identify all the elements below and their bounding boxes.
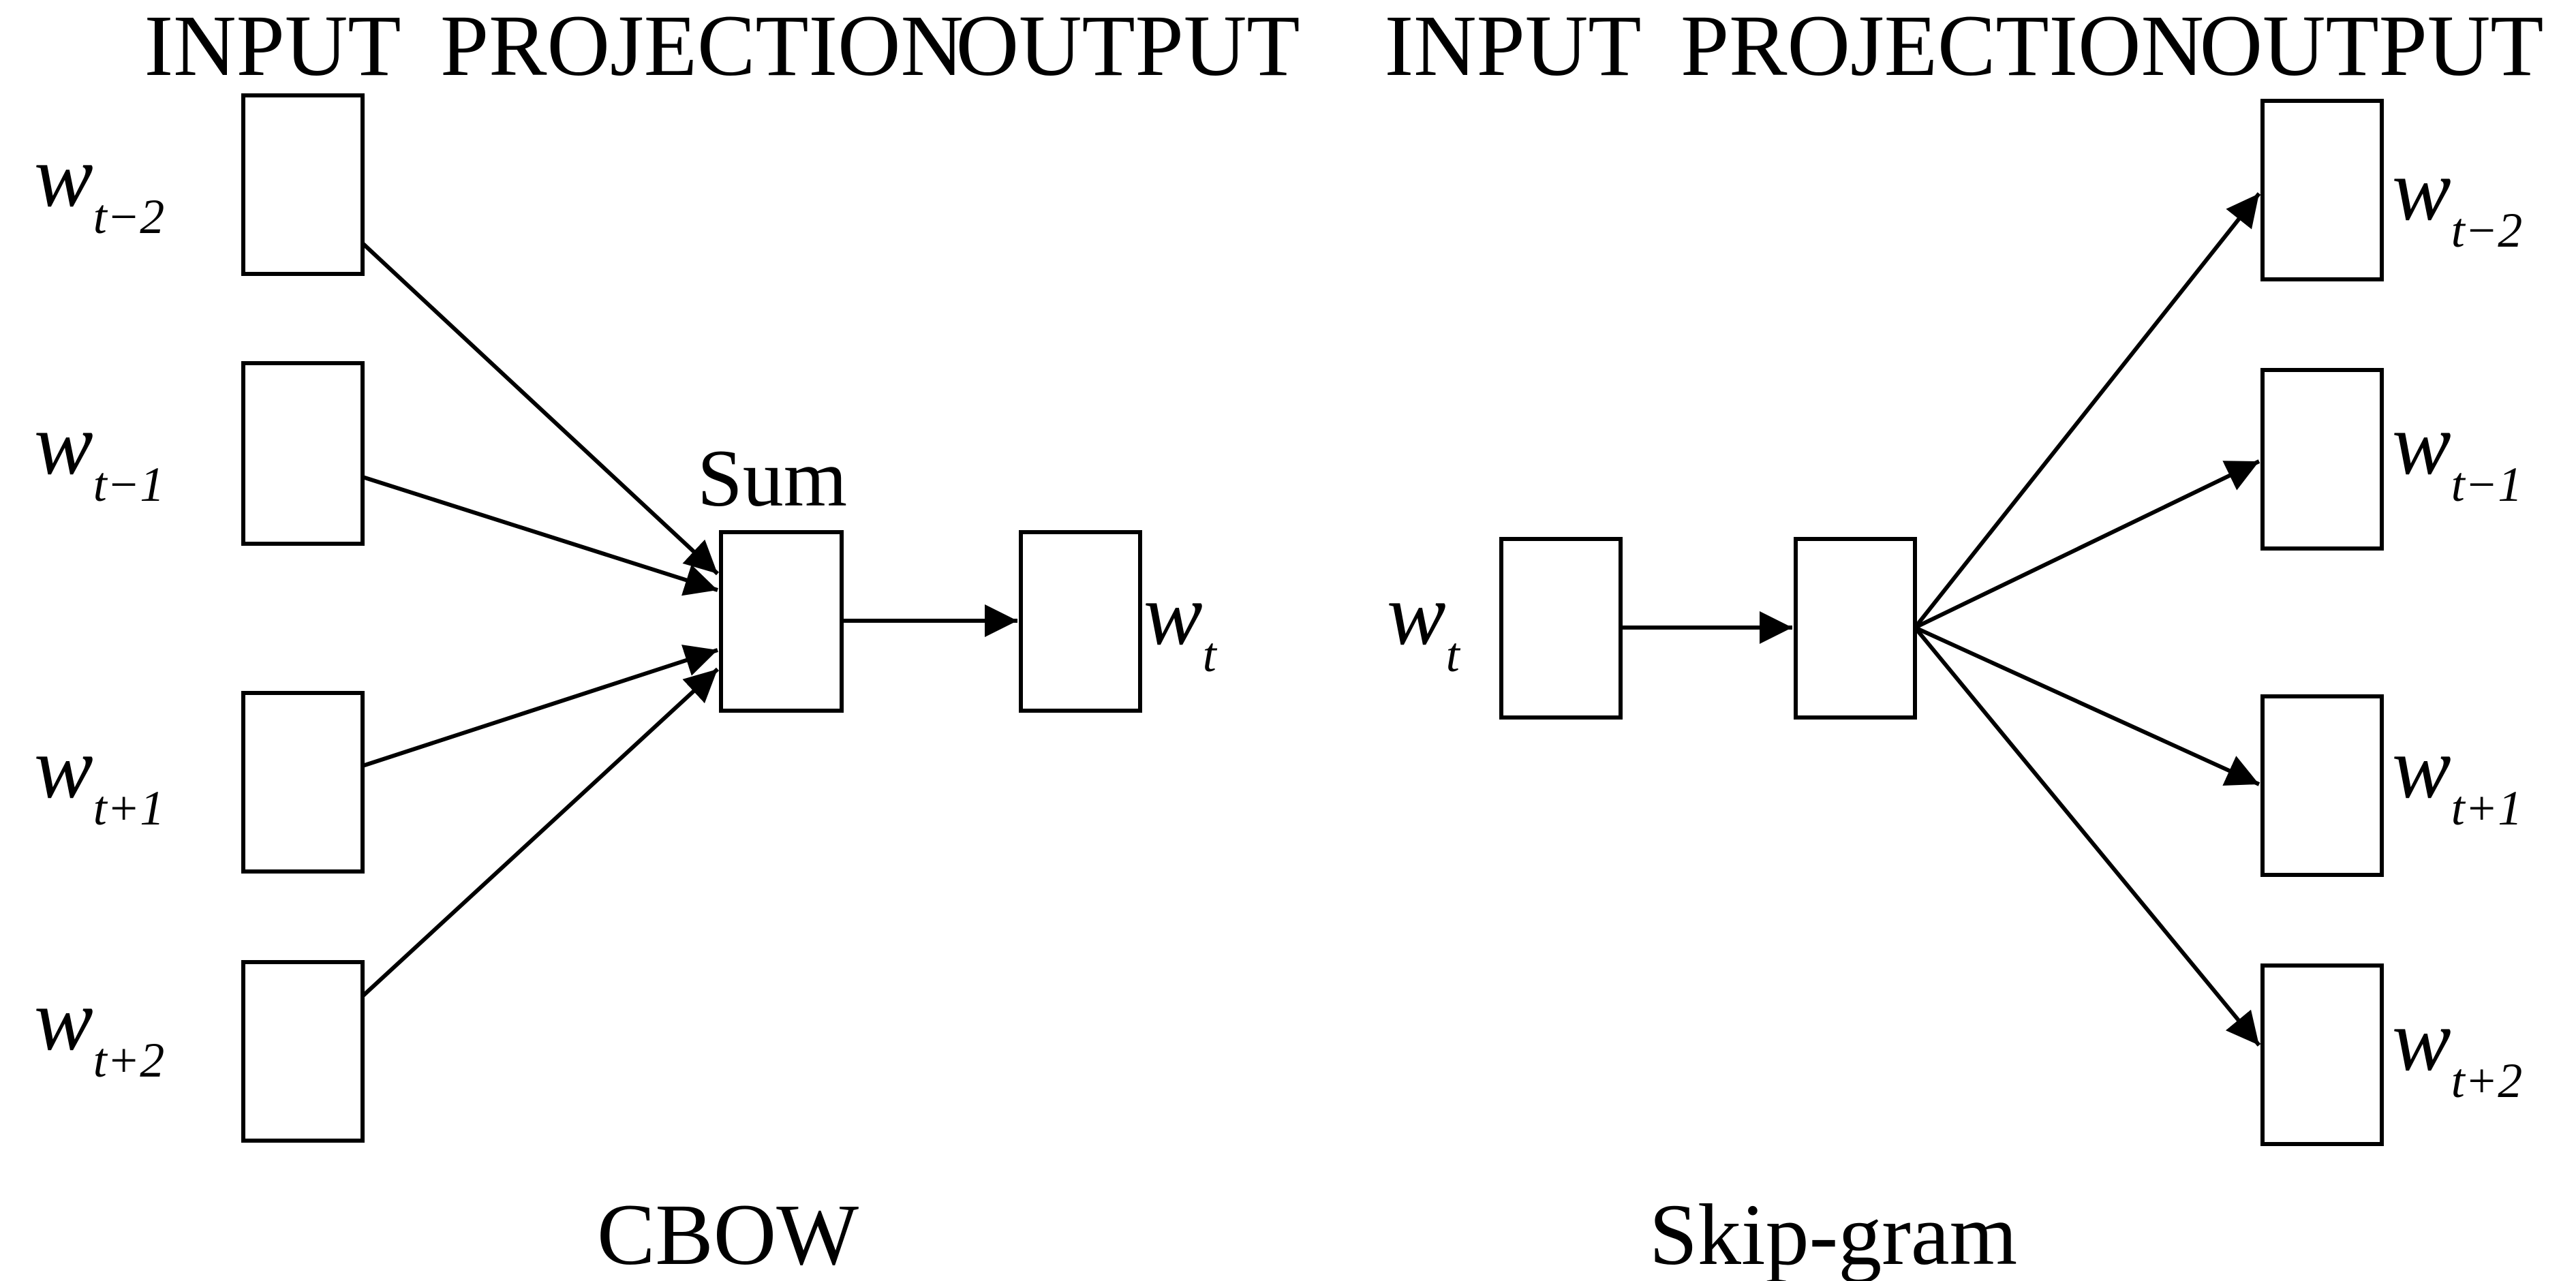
skipgram-edge-output-2 bbox=[1914, 459, 2260, 630]
skipgram-output-label-3: wt+1 bbox=[2392, 719, 2522, 835]
cbow-input-label-2: wt−1 bbox=[34, 395, 164, 512]
skipgram-edge-output-1 bbox=[1913, 192, 2261, 629]
skipgram-input-header: INPUT bbox=[1385, 0, 1642, 94]
cbow-edge-input-2 bbox=[362, 475, 718, 596]
skipgram-output-box-4 bbox=[2260, 963, 2384, 1146]
skipgram-caption: Skip-gram bbox=[1649, 1186, 2017, 1281]
skipgram-model: wt wt−2 wt−1 wt+1 wt+2 Skip-gram bbox=[1387, 99, 2522, 1281]
skipgram-output-label-2: wt−1 bbox=[2392, 395, 2522, 512]
cbow-input-header: INPUT bbox=[144, 0, 401, 94]
skipgram-input-label: wt bbox=[1387, 566, 1461, 682]
skipgram-output-box-2 bbox=[2260, 368, 2384, 551]
skipgram-output-box-1 bbox=[2260, 99, 2384, 281]
cbow-input-label-4: wt+2 bbox=[34, 971, 164, 1087]
cbow-output-label: wt bbox=[1144, 566, 1218, 682]
cbow-input-box-2 bbox=[241, 361, 365, 546]
cbow-output-box bbox=[1019, 530, 1142, 713]
skipgram-edge-output-4 bbox=[1913, 626, 2261, 1047]
cbow-input-box-3 bbox=[241, 691, 365, 874]
skipgram-output-box-3 bbox=[2260, 694, 2384, 877]
skipgram-edge-output-3 bbox=[1914, 626, 2260, 786]
skipgram-input-box bbox=[1499, 537, 1623, 720]
skipgram-output-label-4: wt+2 bbox=[2392, 991, 2522, 1108]
cbow-input-box-4 bbox=[241, 960, 365, 1143]
cbow-edge-input-4 bbox=[361, 667, 720, 998]
cbow-model: Sum wt−2 wt−1 wt+1 wt+2 wt CBOW bbox=[34, 93, 1218, 1281]
cbow-sum-label: Sum bbox=[697, 433, 847, 523]
cbow-input-label-1: wt−2 bbox=[34, 127, 164, 244]
cbow-edge-input-1 bbox=[361, 241, 720, 576]
cbow-edge-input-3 bbox=[362, 645, 718, 768]
cbow-projection-box bbox=[719, 530, 844, 713]
cbow-caption: CBOW bbox=[597, 1186, 859, 1281]
cbow-output-header: OUTPUT bbox=[956, 0, 1300, 94]
cbow-projection-header: PROJECTION bbox=[440, 0, 964, 94]
skipgram-projection-box bbox=[1794, 537, 1917, 720]
cbow-input-box-1 bbox=[241, 93, 365, 276]
skipgram-output-header: OUTPUT bbox=[2200, 0, 2544, 94]
skipgram-projection-header: PROJECTION bbox=[1681, 0, 2204, 94]
skipgram-output-label-1: wt−2 bbox=[2392, 141, 2522, 258]
cbow-input-label-3: wt+1 bbox=[34, 719, 164, 835]
